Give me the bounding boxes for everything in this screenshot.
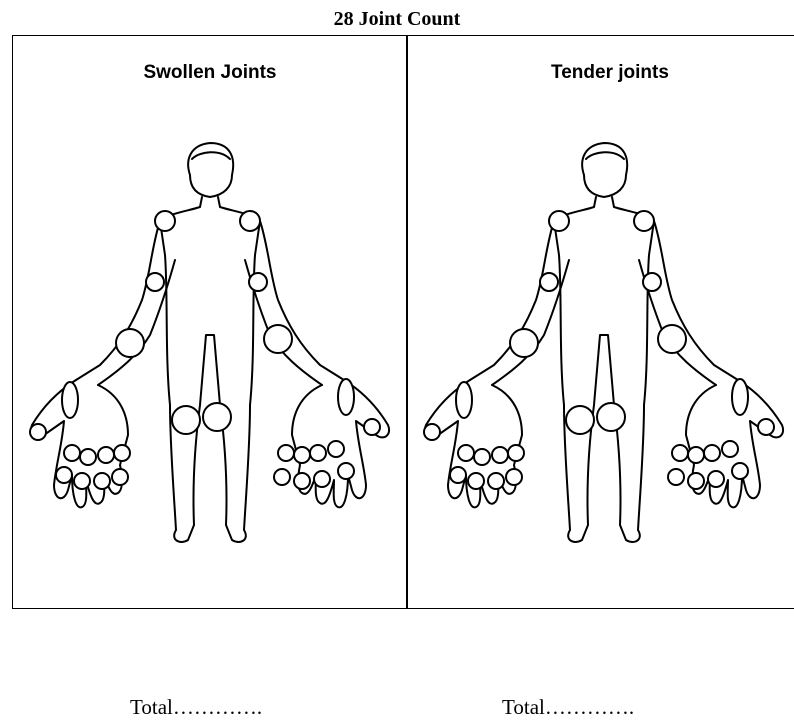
thumb-joint bbox=[424, 424, 440, 440]
finger-joint bbox=[722, 441, 738, 457]
wrist-joint bbox=[116, 329, 144, 357]
left-arm-outline bbox=[76, 221, 160, 380]
finger-joint bbox=[450, 467, 466, 483]
tender-total-label: Total…………. bbox=[502, 695, 634, 720]
finger-joint bbox=[468, 473, 484, 489]
thumb-joint bbox=[456, 382, 472, 418]
finger-joint bbox=[64, 445, 80, 461]
thumb-joint bbox=[30, 424, 46, 440]
knee-joint bbox=[597, 403, 625, 431]
wrist-joint bbox=[658, 325, 686, 353]
finger-joint bbox=[338, 463, 354, 479]
right-arm-outline bbox=[654, 221, 738, 380]
finger-joint bbox=[458, 445, 474, 461]
finger-joint bbox=[98, 447, 114, 463]
head-outline bbox=[188, 143, 233, 197]
thumb-joint bbox=[758, 419, 774, 435]
swollen-total-label: Total…………. bbox=[130, 695, 262, 720]
page-title: 28 Joint Count bbox=[0, 8, 794, 31]
body-outline bbox=[554, 197, 654, 542]
finger-joint bbox=[56, 467, 72, 483]
finger-joint bbox=[506, 469, 522, 485]
finger-joint bbox=[708, 471, 724, 487]
panel-divider bbox=[406, 35, 408, 609]
thumb-joint bbox=[732, 379, 748, 415]
finger-joint bbox=[328, 441, 344, 457]
wrist-joint bbox=[264, 325, 292, 353]
left-arm-outline bbox=[470, 221, 554, 380]
elbow-joint bbox=[249, 273, 267, 291]
shoulder-joint bbox=[634, 211, 654, 231]
right-arm-outline bbox=[260, 221, 344, 380]
knee-joint bbox=[566, 406, 594, 434]
finger-joint bbox=[80, 449, 96, 465]
finger-joint bbox=[112, 469, 128, 485]
finger-joint bbox=[278, 445, 294, 461]
finger-joint bbox=[508, 445, 524, 461]
tender-body-figure bbox=[414, 135, 794, 555]
thumb-joint bbox=[338, 379, 354, 415]
swollen-body-figure bbox=[20, 135, 400, 555]
shoulder-joint bbox=[155, 211, 175, 231]
elbow-joint bbox=[643, 273, 661, 291]
knee-joint bbox=[172, 406, 200, 434]
shoulder-joint bbox=[240, 211, 260, 231]
finger-joint bbox=[668, 469, 684, 485]
finger-joint bbox=[294, 473, 310, 489]
finger-joint bbox=[74, 473, 90, 489]
body-outline bbox=[160, 197, 260, 542]
finger-joint bbox=[94, 473, 110, 489]
finger-joint bbox=[294, 447, 310, 463]
finger-joint bbox=[704, 445, 720, 461]
finger-joint bbox=[672, 445, 688, 461]
tender-joints-heading: Tender joints bbox=[460, 62, 760, 84]
swollen-joints-heading: Swollen Joints bbox=[60, 62, 360, 84]
finger-joint bbox=[688, 447, 704, 463]
finger-joint bbox=[474, 449, 490, 465]
finger-joint bbox=[310, 445, 326, 461]
finger-joint bbox=[492, 447, 508, 463]
finger-joint bbox=[114, 445, 130, 461]
shoulder-joint bbox=[549, 211, 569, 231]
finger-joint bbox=[314, 471, 330, 487]
elbow-joint bbox=[146, 273, 164, 291]
finger-joint bbox=[732, 463, 748, 479]
thumb-joint bbox=[62, 382, 78, 418]
thumb-joint bbox=[364, 419, 380, 435]
finger-joint bbox=[688, 473, 704, 489]
knee-joint bbox=[203, 403, 231, 431]
head-outline bbox=[582, 143, 627, 197]
wrist-joint bbox=[510, 329, 538, 357]
elbow-joint bbox=[540, 273, 558, 291]
finger-joint bbox=[274, 469, 290, 485]
finger-joint bbox=[488, 473, 504, 489]
